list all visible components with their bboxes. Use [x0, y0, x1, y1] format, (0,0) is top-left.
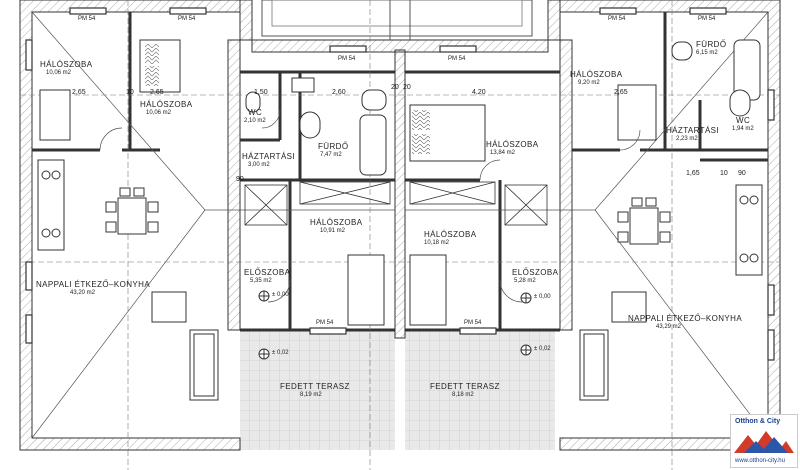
- room-area-wc-left: 2,10 m2: [244, 118, 266, 124]
- window-marks: [25, 7, 775, 361]
- kitchen-counters: [37, 159, 763, 276]
- level-markers: [258, 290, 532, 360]
- room-label-utility-left: HÁZTARTÁSI: [242, 152, 296, 161]
- room-label-bedroom-top-left-2: HÁLÓSZOBA: [140, 100, 193, 109]
- room-area-living-right: 43,29 m2: [656, 324, 682, 330]
- room-area-hall-right: 5,28 m2: [514, 278, 536, 284]
- room-area-bathroom-left: 7,47 m2: [320, 152, 342, 158]
- room-label-utility-right: HÁZTARTÁSI: [666, 126, 720, 135]
- dim-label: 4,20: [472, 89, 486, 96]
- dim-label: 1,65: [686, 170, 700, 177]
- dim-label: 2,65: [72, 89, 86, 96]
- roof-lines: [31, 11, 769, 439]
- room-label-living-right: NAPPALI ÉTKEZŐ–KONYHA: [628, 314, 743, 323]
- room-label-terrace-left: FEDETT TERASZ: [280, 382, 350, 391]
- room-label-bedroom-large: HÁLÓSZOBA: [486, 140, 539, 149]
- room-area-bedroom-top-left: 10,06 m2: [46, 70, 72, 76]
- room-label-bedroom-mid-left: HÁLÓSZOBA: [310, 218, 363, 227]
- dim-label: 90: [236, 176, 244, 183]
- dim-label: 1,50: [254, 89, 268, 96]
- room-area-bedroom-mid-right: 10,18 m2: [424, 240, 450, 246]
- dim-label: 2,65: [614, 89, 628, 96]
- room-area-bedroom-right: 9,20 m2: [578, 80, 600, 86]
- room-area-bedroom-large: 13,84 m2: [490, 150, 516, 156]
- dim-label: 10: [126, 89, 134, 96]
- room-area-living-left: 43,20 m2: [70, 290, 96, 296]
- room-label-hall-right: ELŐSZOBA: [512, 268, 559, 277]
- room-label-bedroom-right: HÁLÓSZOBA: [570, 70, 623, 79]
- window-tag: PM 54: [448, 56, 466, 62]
- outer-walls: [19, 0, 781, 451]
- window-tag: PM 54: [78, 16, 96, 22]
- brand-name: Otthon & City: [735, 418, 781, 425]
- room-area-hall-left: 5,35 m2: [250, 278, 272, 284]
- level-text: ± 0,02: [534, 346, 551, 352]
- room-area-wc-right: 1,94 m2: [732, 126, 754, 132]
- dim-label: 20: [403, 84, 411, 91]
- level-text: ± 0,00: [272, 292, 289, 298]
- level-text: ± 0,00: [534, 294, 551, 300]
- room-label-bedroom-mid-right: HÁLÓSZOBA: [424, 230, 477, 239]
- room-label-living-left: NAPPALI ÉTKEZŐ–KONYHA: [36, 280, 151, 289]
- room-label-terrace-right: FEDETT TERASZ: [430, 382, 500, 391]
- room-area-terrace-left: 8,19 m2: [300, 392, 322, 398]
- level-text: ± 0,02: [272, 350, 289, 356]
- room-area-bathroom-right: 6,15 m2: [696, 50, 718, 56]
- mountain-logo-icon: [734, 431, 794, 453]
- living-furniture: [151, 291, 647, 401]
- window-tag: PM 54: [338, 56, 356, 62]
- room-label-bathroom-left: FÜRDŐ: [318, 142, 349, 151]
- room-area-utility-left: 3,00 m2: [248, 162, 270, 168]
- window-tag: PM 54: [316, 320, 334, 326]
- dim-label: 90: [738, 170, 746, 177]
- roof-recess: [261, 0, 533, 37]
- window-tag: PM 54: [464, 320, 482, 326]
- wardrobes: [244, 181, 548, 226]
- room-area-utility-right: 2,23 m2: [676, 136, 698, 142]
- dim-label: 20: [391, 84, 399, 91]
- room-label-wc-left: WC: [248, 108, 263, 117]
- dim-label: 10: [720, 170, 728, 177]
- door-swings: [99, 109, 641, 303]
- room-area-terrace-right: 8,18 m2: [452, 392, 474, 398]
- room-area-bedroom-top-left-2: 10,06 m2: [146, 110, 172, 116]
- brand-logo: Otthon & City www.otthon-city.hu: [730, 414, 798, 468]
- dim-label: 2,60: [332, 89, 346, 96]
- room-label-bedroom-top-left: HÁLÓSZOBA: [40, 60, 93, 69]
- room-label-wc-right: WC: [736, 116, 751, 125]
- bath-fixtures: [245, 39, 761, 176]
- window-tag: PM 54: [698, 16, 716, 22]
- room-area-bedroom-mid-left: 10,91 m2: [320, 228, 346, 234]
- window-tag: PM 54: [608, 16, 626, 22]
- dining-sets: [105, 187, 671, 245]
- window-tag: PM 54: [178, 16, 196, 22]
- brand-url: www.otthon-city.hu: [735, 458, 785, 464]
- dim-label: 2,65: [150, 89, 164, 96]
- room-label-bathroom-right: FÜRDŐ: [696, 40, 727, 49]
- room-label-hall-left: ELŐSZOBA: [244, 268, 291, 277]
